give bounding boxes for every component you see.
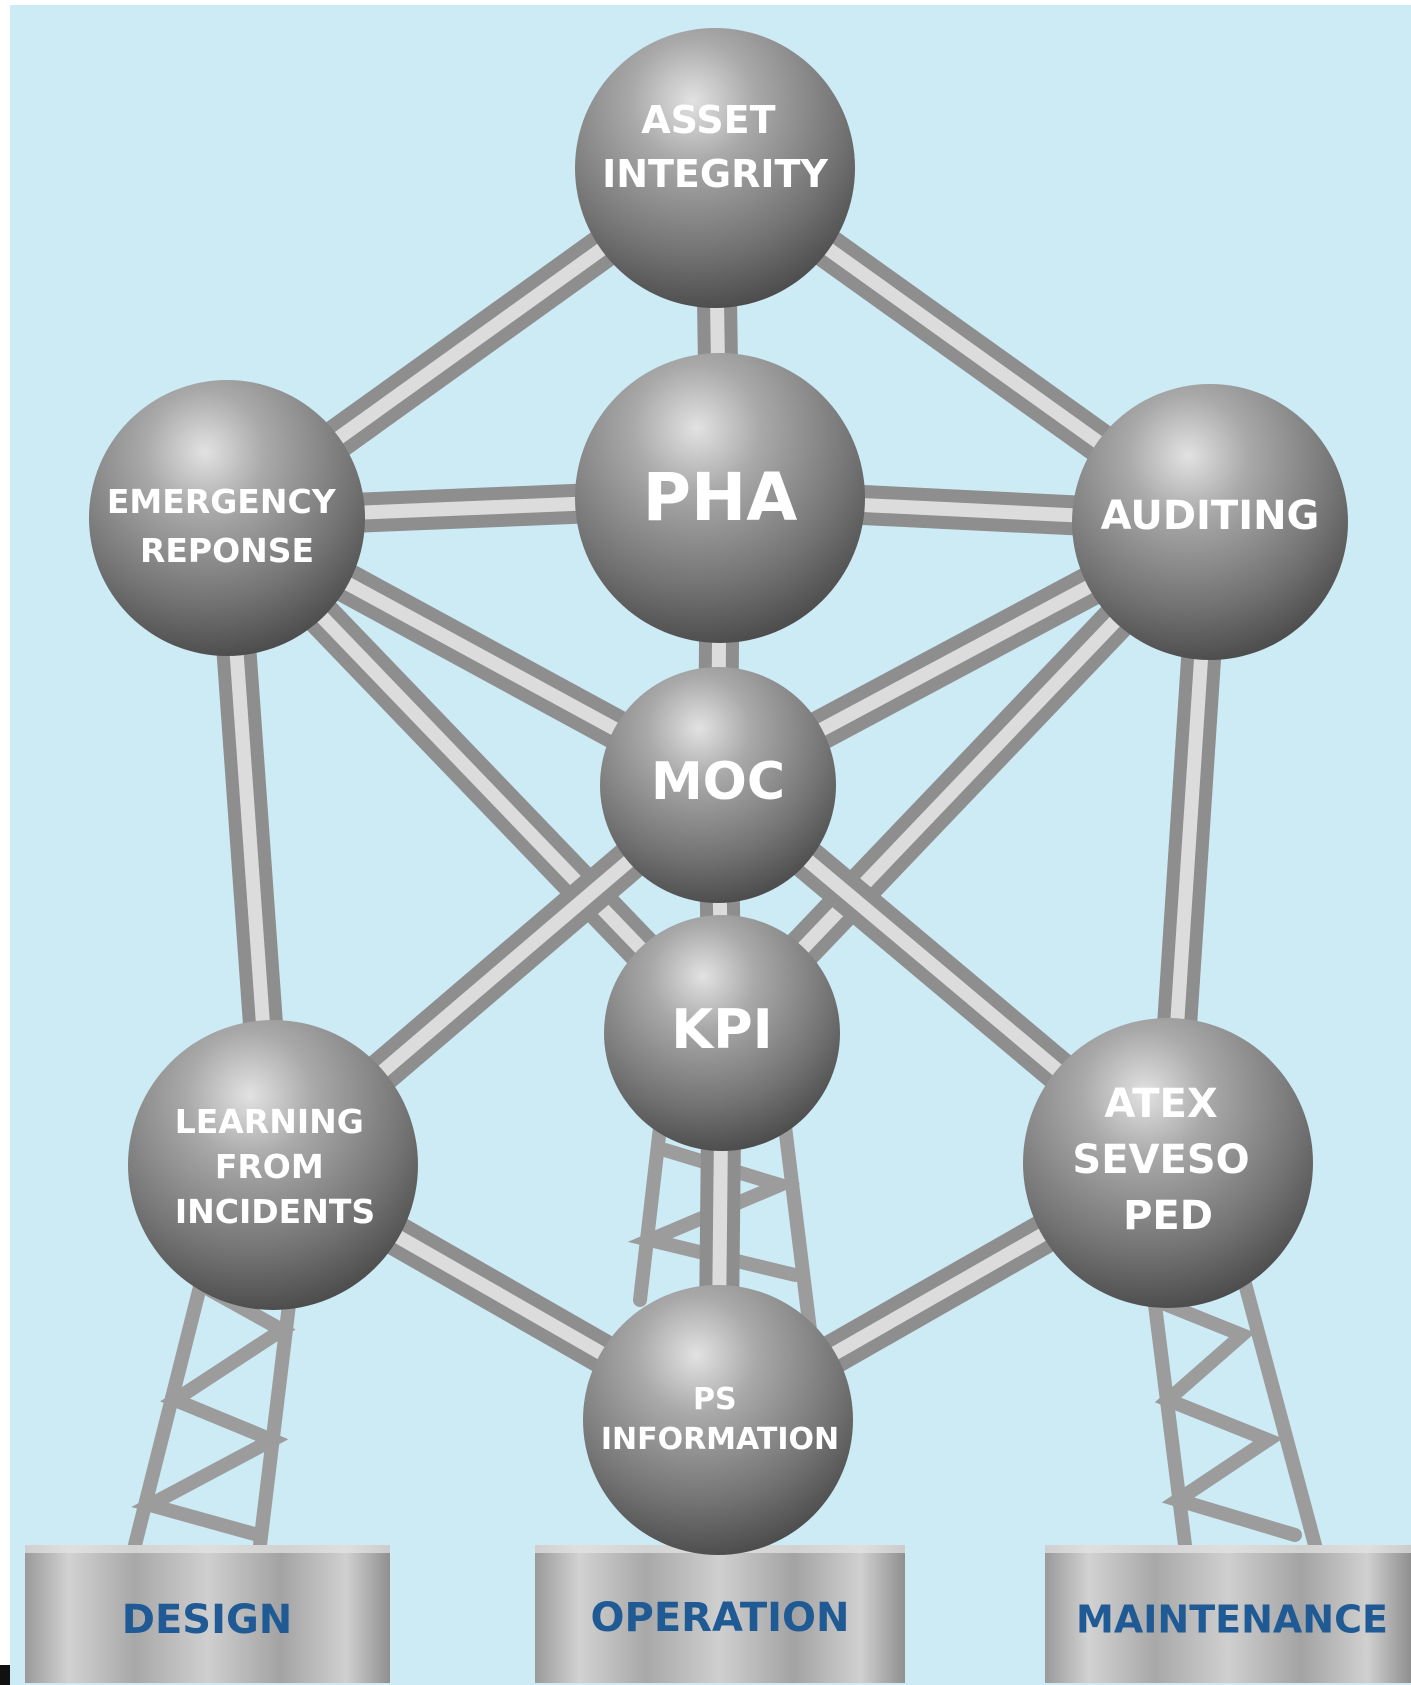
node-auditing: AUDITING [1072,384,1348,660]
sphere-auditing [1072,384,1348,660]
svg-text:AUDITING: AUDITING [1101,493,1320,539]
sphere-pha [575,353,865,643]
svg-text:ATEX SEVESO PED: ATEX SEVESO PED [1072,1081,1263,1239]
svg-text:MOC: MOC [651,752,785,812]
node-ps-information: PS INFORMATION [583,1285,853,1555]
sphere-moc [600,667,836,903]
sphere-learning-from-incidents [128,1020,418,1310]
node-asset-integrity: ASSET INTEGRITY [575,28,855,308]
label-ps-information-line2: INFORMATION [601,1422,839,1457]
base-label-maintenance: MAINTENANCE [1076,1598,1388,1642]
base-label-operation: OPERATION [591,1595,850,1641]
node-learning-from-incidents: LEARNING FROM INCIDENTS [128,1020,418,1310]
svg-text:PHA: PHA [643,459,798,536]
sphere-emergency-response [89,380,365,656]
node-moc: MOC [600,667,836,903]
sphere-asset-integrity [575,28,855,308]
node-kpi: KPI [604,915,840,1151]
svg-text:PS INFORMATION: PS INFORMATION [601,1382,839,1457]
label-asset-integrity-line1: ASSET [641,98,775,142]
pedestal-operation: OPERATION [535,1545,905,1683]
corner-mark [0,1665,10,1685]
sphere-atex-seveso-ped [1023,1018,1313,1308]
svg-text:EMERGENCY REPONSE: EMERGENCY REPONSE [107,482,347,570]
sphere-ps-information [583,1285,853,1555]
node-emergency-response: EMERGENCY REPONSE [89,380,365,656]
sphere-kpi [604,915,840,1151]
label-asset-integrity-line2: INTEGRITY [602,152,828,196]
label-atex-seveso-ped-line2: SEVESO [1072,1137,1249,1183]
label-auditing-line1: AUDITING [1101,493,1320,539]
label-ps-information-line1: PS [693,1382,737,1417]
base-label-design: DESIGN [122,1597,293,1643]
label-kpi-line1: KPI [671,998,773,1061]
node-pha: PHA [575,353,865,643]
label-emergency-response-line1: EMERGENCY [107,482,337,521]
label-learning-from-incidents-line3: INCIDENTS [175,1192,375,1231]
label-emergency-response-line2: REPONSE [140,531,314,570]
svg-text:LEARNING FROM INCI: LEARNING FROM INCIDENTS [175,1102,376,1231]
label-atex-seveso-ped-line3: PED [1123,1193,1213,1239]
node-atex-seveso-ped: ATEX SEVESO PED [1023,1018,1313,1308]
label-atex-seveso-ped-line1: ATEX [1104,1081,1217,1127]
label-pha-line1: PHA [643,459,798,536]
pedestal-design: DESIGN [25,1545,390,1683]
svg-text:ASSET INTEGRITY: ASSET INTEGRITY [602,98,828,196]
pedestal-maintenance: MAINTENANCE [1045,1545,1411,1683]
label-learning-from-incidents-line1: LEARNING [175,1102,364,1141]
label-moc-line1: MOC [651,752,785,812]
svg-text:KPI: KPI [671,998,773,1061]
label-learning-from-incidents-line2: FROM [215,1147,324,1186]
